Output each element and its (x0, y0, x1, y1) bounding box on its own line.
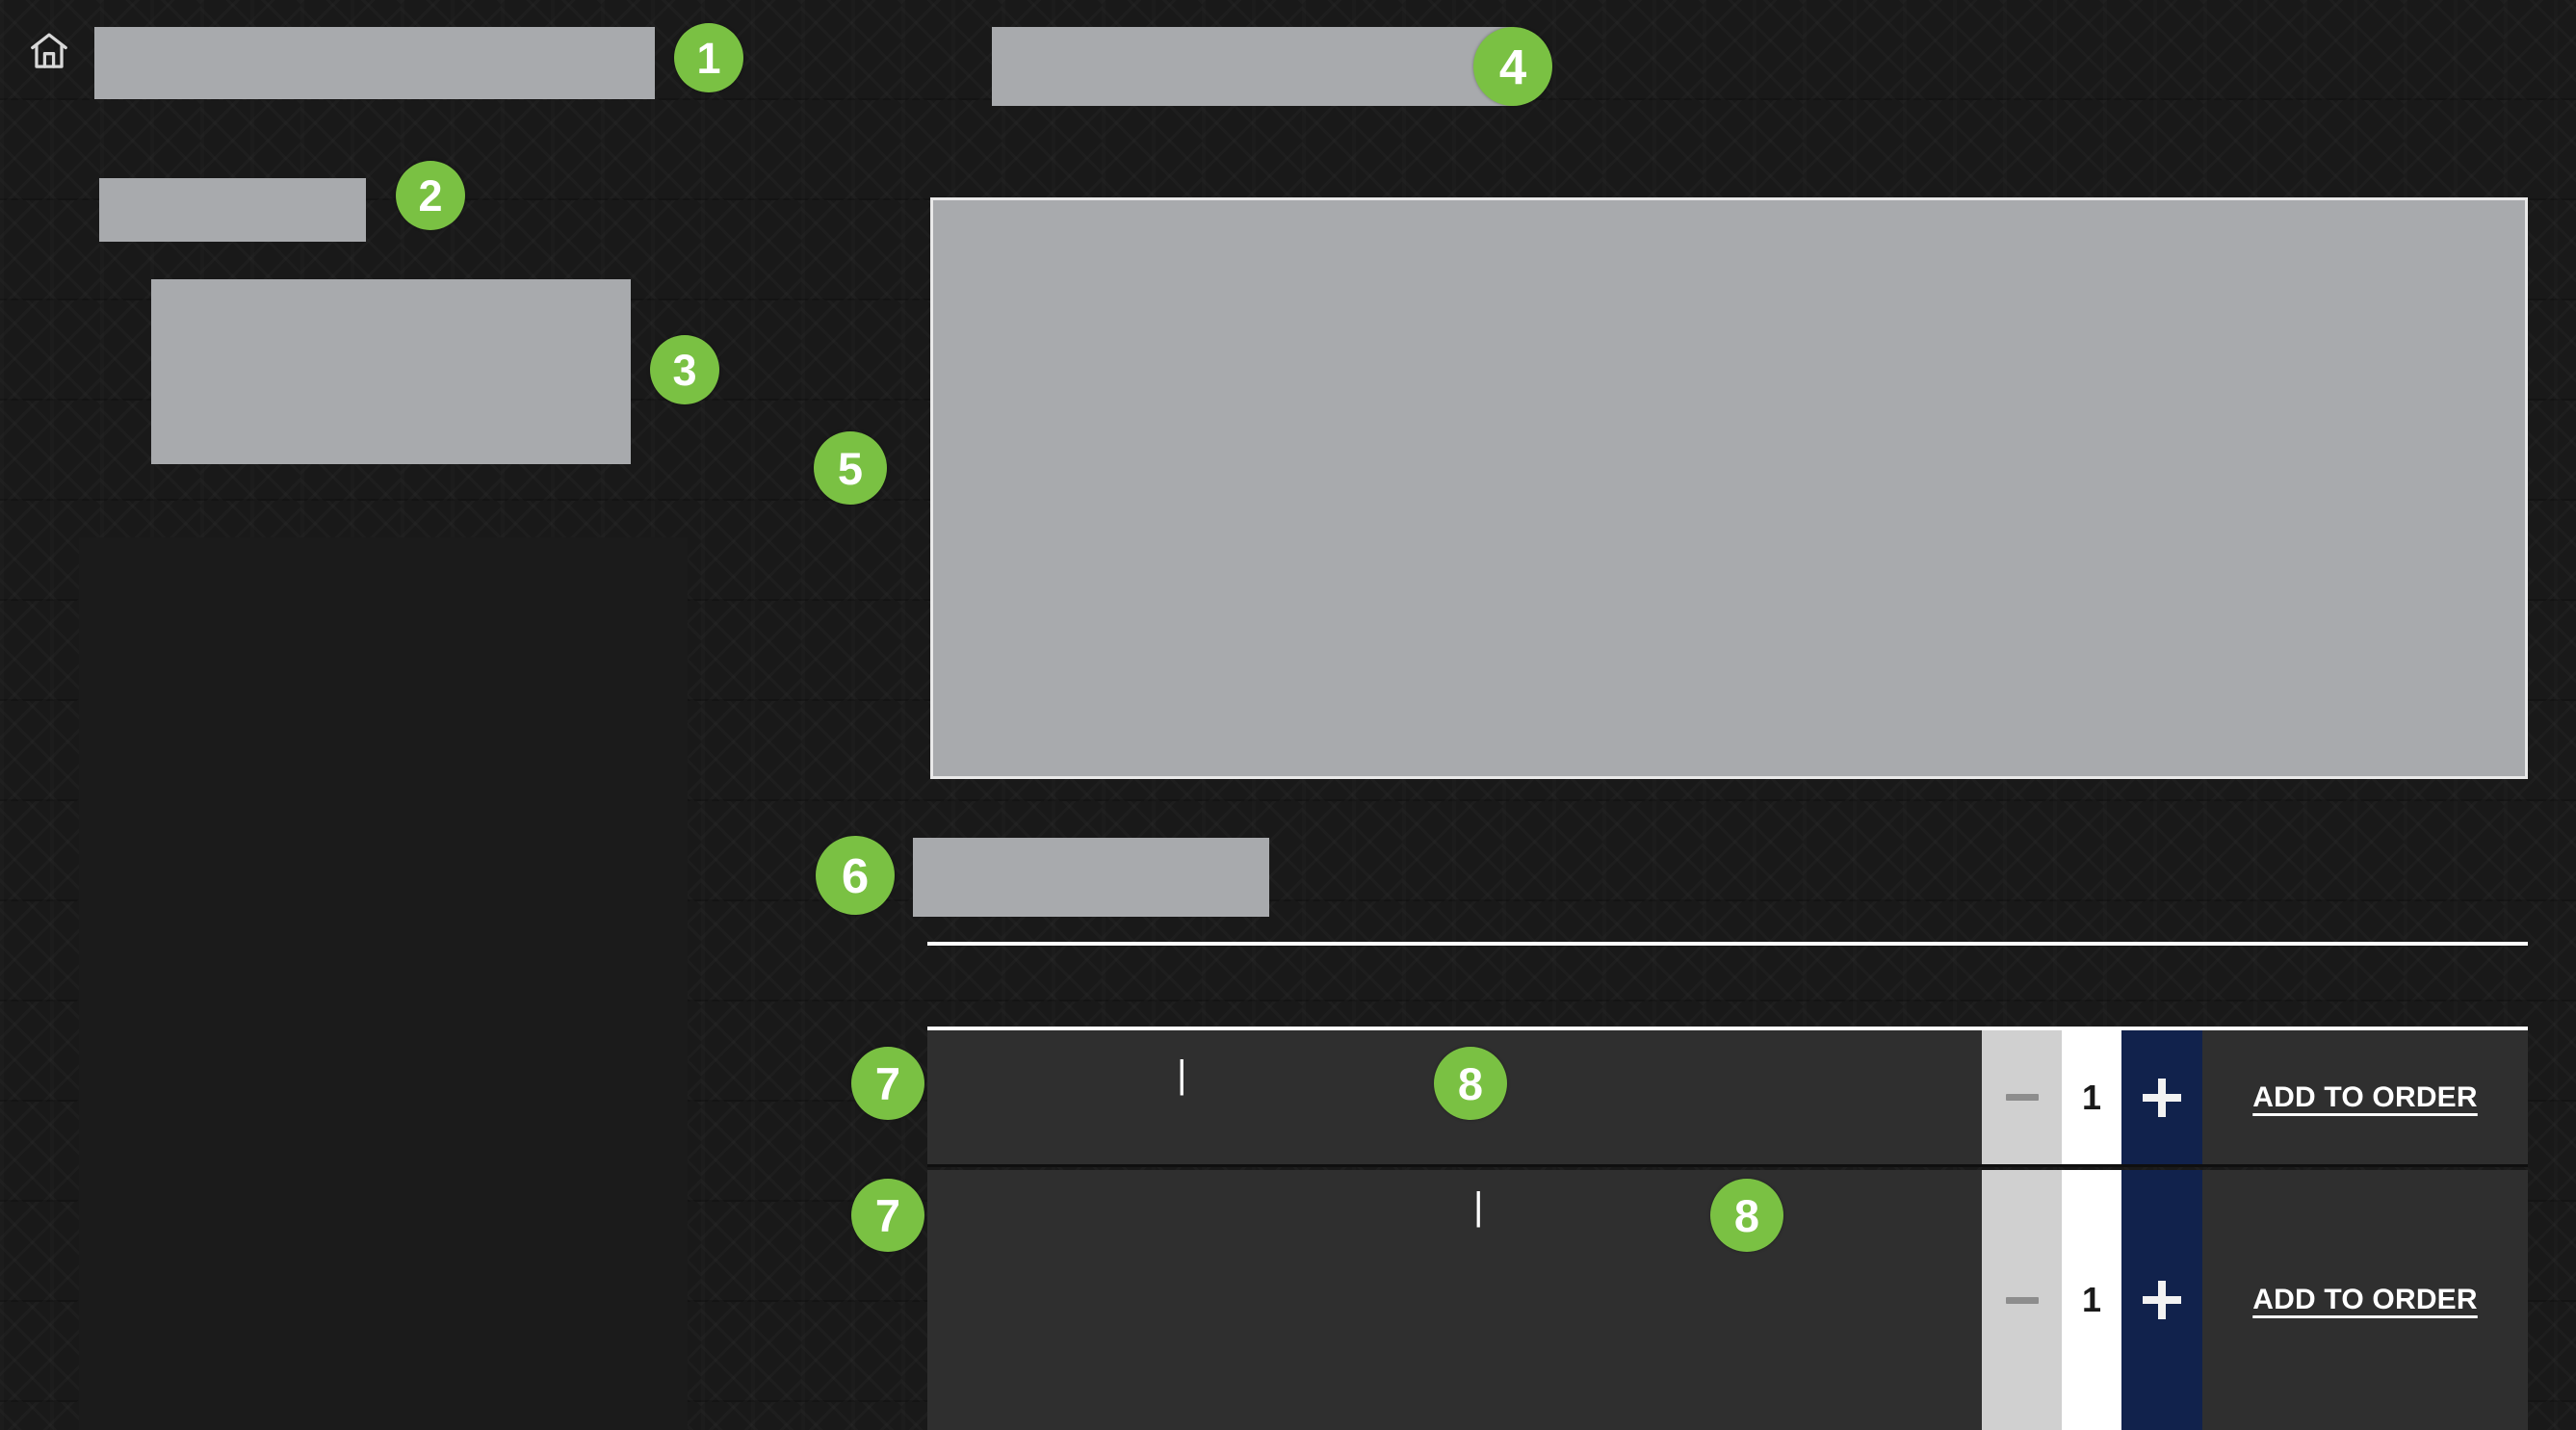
minus-icon (2005, 1094, 2039, 1101)
name-code-separator: | (1473, 1185, 1484, 1228)
quantity-increment-button[interactable] (2121, 1170, 2202, 1430)
home-icon[interactable] (27, 29, 71, 73)
annotation-badge-8: 8 (1710, 1179, 1783, 1252)
annotation-badge-8: 8 (1434, 1047, 1507, 1120)
annotation-badge-7: 7 (851, 1047, 924, 1120)
section-label-redacted (99, 178, 366, 242)
annotation-badge-2: 2 (396, 161, 465, 230)
annotation-badge-5: 5 (814, 431, 887, 505)
quantity-value[interactable]: 1 (2062, 1170, 2121, 1430)
hero-image[interactable] (930, 197, 2528, 779)
add-to-order-button[interactable]: ADD TO ORDER (2202, 1170, 2528, 1430)
quantity-decrement-button[interactable] (1982, 1170, 2062, 1430)
divider-bottom (927, 1027, 2528, 1030)
name-code-separator: | (1177, 1053, 1187, 1096)
annotation-badge-6: 6 (816, 836, 895, 915)
annotation-badge-4: 4 (1473, 27, 1552, 106)
sidebar-block-redacted (151, 279, 631, 464)
sidebar-panel (79, 537, 688, 1430)
table-row[interactable]: 1 ADD TO ORDER (927, 1030, 2528, 1167)
quantity-stepper[interactable]: 1 (1982, 1170, 2202, 1430)
annotation-badge-3: 3 (650, 335, 719, 404)
plus-icon-v (2158, 1078, 2166, 1117)
quantity-value[interactable]: 1 (2062, 1030, 2121, 1164)
quantity-stepper[interactable]: 1 (1982, 1030, 2202, 1164)
add-to-order-button[interactable]: ADD TO ORDER (2202, 1030, 2528, 1164)
breadcrumb-redacted (94, 27, 655, 99)
annotation-badge-1: 1 (674, 23, 743, 92)
subsection-label-redacted (913, 838, 1269, 917)
minus-icon (2005, 1296, 2039, 1304)
product-row-2-description (927, 1170, 1982, 1430)
plus-icon-v (2158, 1281, 2166, 1319)
quantity-increment-button[interactable] (2121, 1030, 2202, 1164)
annotation-badge-7: 7 (851, 1179, 924, 1252)
quantity-decrement-button[interactable] (1982, 1030, 2062, 1164)
divider-top (927, 942, 2528, 946)
page-title-redacted (992, 27, 1512, 106)
